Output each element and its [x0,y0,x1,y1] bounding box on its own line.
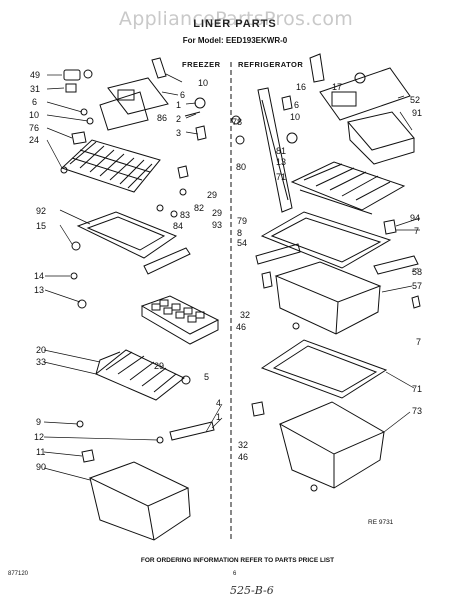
callout-94: 94 [410,213,421,223]
callout-10: 10 [198,78,209,88]
fridge-lower-glass-shelf [260,339,388,399]
fridge-crisper-tray [347,111,415,165]
callout-20: 20 [36,345,47,355]
freezer-wire-shelf-upper [60,139,161,193]
callout-78: 78 [232,117,243,127]
callout-57: 57 [412,281,423,291]
fridge-crisper-drawer [274,261,382,335]
callout-29: 29 [154,361,165,371]
leader-lines [43,73,421,481]
callout-6: 6 [294,100,300,110]
freezer-wire-shelf-lower [95,349,191,401]
callout-84: 84 [173,221,184,231]
callout-79: 79 [237,216,248,226]
callout-24: 24 [29,135,40,145]
callout-13: 13 [276,157,287,167]
freezer-ice-tray [71,211,178,259]
page-number: 6 [233,571,237,577]
callout-93: 93 [212,220,223,230]
page-title: LINER PARTS [193,18,277,30]
callout-14: 14 [34,271,45,281]
callout-32: 32 [240,310,251,320]
callout-46: 46 [236,322,247,332]
callout-81: 81 [276,146,287,156]
callout-6: 6 [32,97,38,107]
callout-13: 13 [34,285,45,295]
callout-83: 83 [180,210,191,220]
callout-1: 1 [176,100,182,110]
callout-58: 58 [412,267,423,277]
model-number: For Model: EED193EKWR-0 [182,36,288,45]
callout-17: 17 [332,82,343,92]
callout-8: 8 [237,228,243,238]
ice-cube-tray [140,295,220,345]
callout-4: 4 [216,398,222,408]
fridge-wire-shelf [290,161,406,215]
callout-32: 32 [238,440,249,450]
freezer-control-group [63,57,207,145]
callout-46: 46 [238,452,249,462]
callout-29: 29 [212,208,223,218]
callout-31: 31 [30,84,41,94]
callout-10: 10 [29,110,40,120]
freezer-section-label: FREEZER [182,60,221,69]
watermark: AppliancePartsPros.com [118,8,354,30]
callout-86: 86 [157,113,168,123]
callout-10: 10 [290,112,301,122]
fridge-glass-shelf [260,211,392,269]
freezer-bin [88,461,191,541]
callout-16: 16 [296,82,307,92]
callout-9: 9 [36,417,42,427]
freezer-shelf-bracket [143,247,191,275]
fridge-mullion-channel [257,87,293,213]
callout-12: 12 [34,432,45,442]
callout-71: 71 [276,172,287,182]
callout-7: 7 [414,226,420,236]
callout-29: 29 [207,190,218,200]
handwritten-note: 525-B-6 [230,584,274,597]
callout-52: 52 [410,95,421,105]
callout-71: 71 [412,384,423,394]
ordering-info-footer: FOR ORDERING INFORMATION REFER TO PARTS … [140,557,335,564]
callout-49: 49 [30,70,41,80]
reference-code: RE 9731 [368,519,394,526]
fridge-meat-keeper [278,401,386,489]
callout-33: 33 [36,357,47,367]
callout-92: 92 [36,206,47,216]
callout-54: 54 [237,238,248,248]
callout-76: 76 [29,123,40,133]
document-number: 877120 [8,571,29,577]
callout-11: 11 [36,447,46,457]
callout-80: 80 [236,162,247,172]
callout-73: 73 [412,406,423,416]
callout-5: 5 [204,372,210,382]
callout-90: 90 [36,462,47,472]
refrigerator-section-label: REFRIGERATOR [238,60,304,69]
callout-1: 1 [216,412,222,422]
fridge-control-panel [309,53,411,121]
callout-6: 6 [180,90,186,100]
callout-3: 3 [176,128,182,138]
callout-82: 82 [194,203,205,213]
callout-7: 7 [416,337,422,347]
callout-91: 91 [412,108,423,118]
callout-2: 2 [176,114,182,124]
callout-15: 15 [36,221,47,231]
